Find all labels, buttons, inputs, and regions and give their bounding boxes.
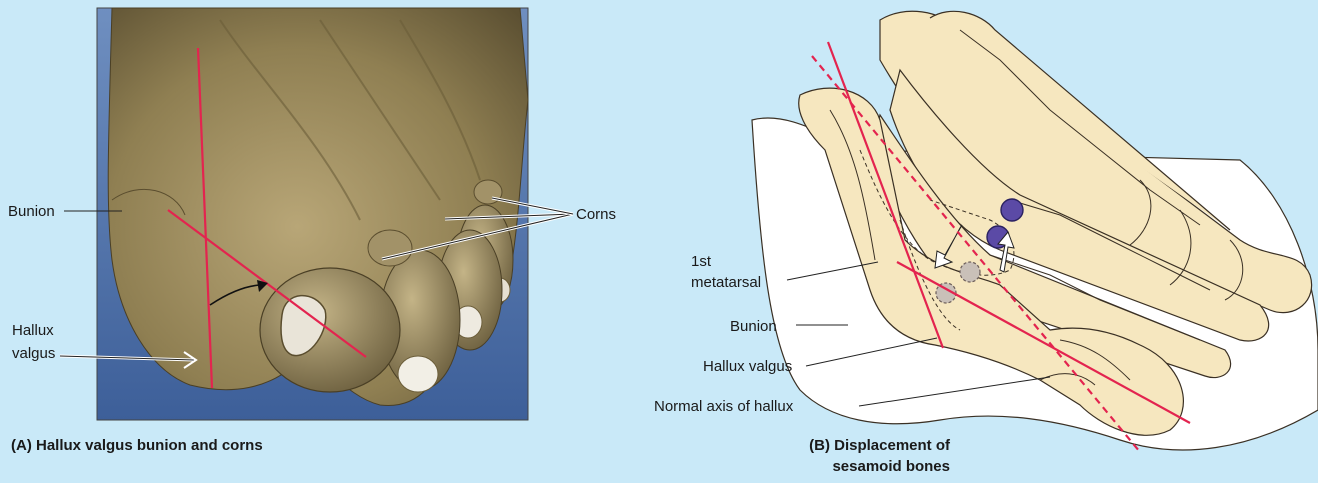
- bunion-a-label: Bunion: [8, 203, 55, 220]
- panel-b-illustration: [752, 11, 1318, 450]
- hallux-valgus-b-label: Hallux valgus: [703, 358, 792, 375]
- panel-a-caption: (A) Hallux valgus bunion and corns: [11, 437, 263, 454]
- sesamoid-displaced-1: [960, 262, 980, 282]
- bunion-b-label: Bunion: [730, 318, 777, 335]
- corns-label: Corns: [576, 206, 616, 223]
- normal-axis-label: Normal axis of hallux: [654, 398, 794, 415]
- sesamoid-normal-1: [1001, 199, 1023, 221]
